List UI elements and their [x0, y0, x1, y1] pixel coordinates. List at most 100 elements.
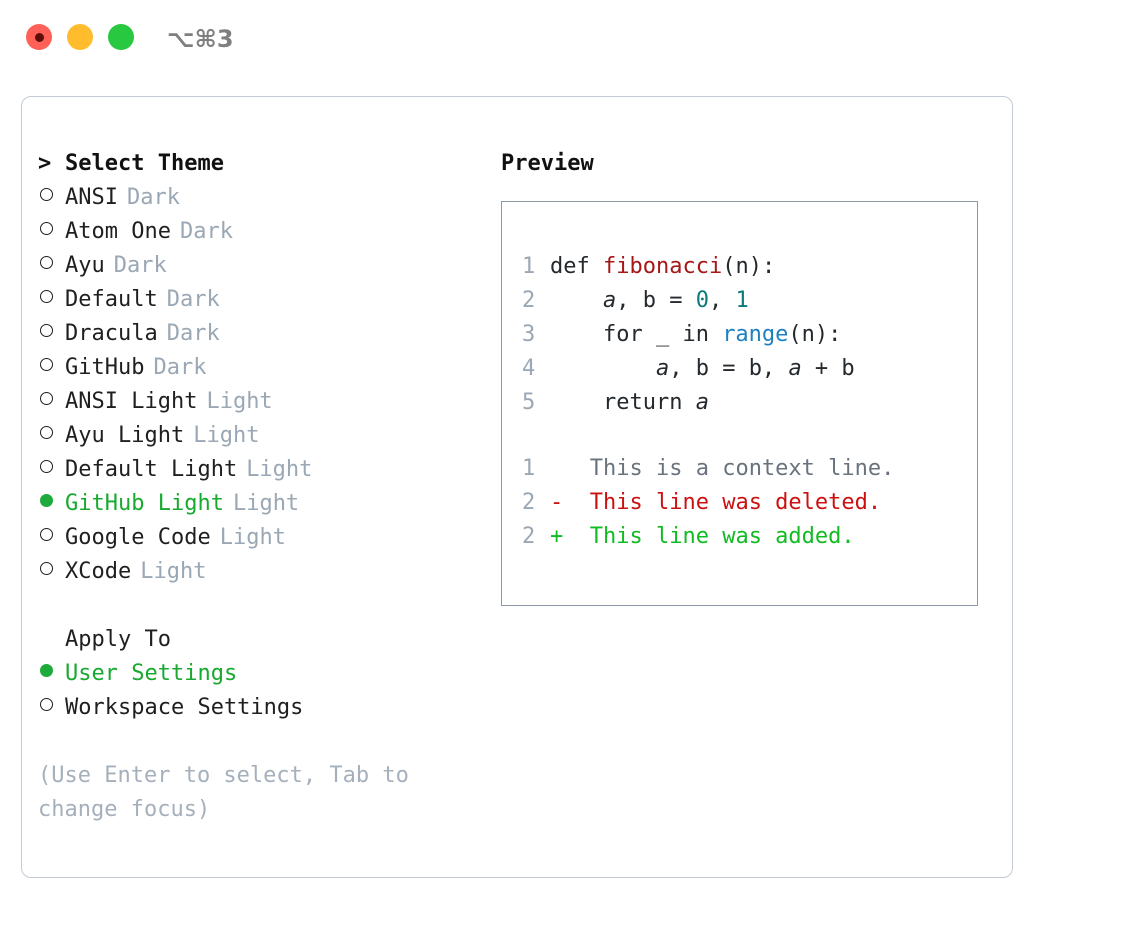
line-number: 5: [522, 390, 536, 415]
code-token-number: 1: [735, 288, 749, 313]
diff-text: This line was added.: [589, 524, 855, 549]
theme-name: Ayu Light: [65, 423, 185, 448]
theme-option-ansi-light[interactable]: ANSI Light Light: [38, 385, 493, 419]
code-token-variable: a: [695, 390, 709, 415]
theme-variant-tag: Light: [246, 457, 313, 482]
theme-variant-tag: Light: [193, 423, 260, 448]
line-number: 2: [522, 490, 536, 515]
keyboard-hint-text: (Use Enter to select, Tab to change focu…: [38, 763, 409, 822]
theme-name: ANSI Light: [65, 389, 198, 414]
theme-option-ansi[interactable]: ANSI Dark: [38, 181, 493, 215]
code-token: b: [642, 288, 656, 313]
theme-variant-tag: Dark: [113, 253, 167, 278]
theme-name: Default: [65, 287, 158, 312]
code-token-variable: a: [655, 356, 670, 381]
code-token: return: [550, 390, 696, 415]
code-token-variable: a: [602, 288, 617, 313]
title-bar: ⌥⌘3: [0, 0, 1140, 80]
line-number: 3: [522, 322, 536, 347]
content-panel: > Select Theme ANSI Dark Atom One Dark A…: [21, 96, 1013, 878]
line-number: 1: [522, 254, 536, 279]
theme-option-default[interactable]: Default Dark: [38, 283, 493, 317]
apply-to-option-user-settings[interactable]: User Settings: [38, 657, 493, 691]
preview-title: Preview: [501, 151, 594, 176]
apply-to-label: User Settings: [65, 661, 238, 686]
preview-code-box: 1 def fibonacci(n): 2 a, b = 0, 1 3 for …: [501, 201, 978, 606]
select-theme-title: Select Theme: [65, 151, 224, 176]
line-number: 2: [522, 524, 536, 549]
code-line: 3 for _ in range(n):: [522, 318, 971, 352]
code-token: [550, 284, 603, 318]
theme-variant-tag: Light: [140, 559, 207, 584]
theme-name: XCode: [65, 559, 132, 584]
code-token: def: [550, 254, 603, 279]
code-token-number: 0: [695, 288, 709, 313]
code-token-function: fibonacci: [602, 254, 723, 279]
theme-variant-tag: Light: [219, 525, 286, 550]
theme-variant-tag: Light: [232, 491, 300, 516]
theme-option-xcode[interactable]: XCode Light: [38, 555, 493, 589]
theme-option-default-light[interactable]: Default Light Light: [38, 453, 493, 487]
preview-column: Preview 1 def fibonacci(n): 2 a, b = 0, …: [501, 147, 991, 606]
theme-name: ANSI: [65, 185, 118, 210]
close-window-button[interactable]: [26, 24, 52, 50]
theme-name: Google Code: [65, 525, 211, 550]
theme-option-ayu[interactable]: Ayu Dark: [38, 249, 493, 283]
apply-to-option-workspace-settings[interactable]: Workspace Settings: [38, 691, 493, 725]
theme-name: Dracula: [65, 321, 158, 346]
select-theme-header: > Select Theme: [38, 147, 493, 181]
theme-name: GitHub Light: [65, 491, 224, 516]
theme-option-atom-one[interactable]: Atom One Dark: [38, 215, 493, 249]
code-token: ,: [708, 288, 736, 313]
diff-sign: [550, 452, 563, 486]
theme-name: Atom One: [65, 219, 171, 244]
code-token: , b = b,: [669, 356, 789, 381]
traffic-lights: [26, 24, 134, 50]
code-token: ,: [616, 288, 643, 313]
code-token: for _ in: [550, 322, 723, 347]
preview-code-content: 1 def fibonacci(n): 2 a, b = 0, 1 3 for …: [522, 250, 971, 554]
theme-name: Ayu: [65, 253, 105, 278]
theme-option-github-light[interactable]: GitHub Light Light: [38, 487, 493, 521]
code-line: 1 def fibonacci(n):: [522, 250, 971, 284]
code-token-builtin: range: [722, 322, 789, 347]
theme-option-ayu-light[interactable]: Ayu Light Light: [38, 419, 493, 453]
code-token: + b: [801, 356, 855, 381]
maximize-window-button[interactable]: [108, 24, 134, 50]
theme-option-google-code[interactable]: Google Code Light: [38, 521, 493, 555]
code-token-variable: a: [788, 356, 802, 381]
line-number: 1: [522, 456, 536, 481]
code-token: [550, 352, 656, 386]
diff-text: This line was deleted.: [589, 490, 882, 515]
minimize-window-button[interactable]: [67, 24, 93, 50]
spacer: [38, 725, 493, 759]
diff-line-context: 1 This is a context line.: [522, 452, 971, 486]
line-number: 4: [522, 356, 536, 381]
line-number: 2: [522, 288, 536, 313]
theme-option-dracula[interactable]: Dracula Dark: [38, 317, 493, 351]
theme-variant-tag: Dark: [166, 287, 220, 312]
theme-variant-tag: Dark: [153, 355, 207, 380]
code-line: 4 a, b = b, a + b: [522, 352, 971, 386]
code-token: (n):: [722, 254, 776, 279]
theme-variant-tag: Dark: [166, 321, 220, 346]
prompt-caret-icon: >: [38, 151, 52, 176]
theme-variant-tag: Dark: [179, 219, 233, 244]
theme-variant-tag: Light: [206, 389, 273, 414]
code-line: 2 a, b = 0, 1: [522, 284, 971, 318]
theme-picker-column: > Select Theme ANSI Dark Atom One Dark A…: [38, 147, 493, 827]
theme-variant-tag: Dark: [126, 185, 180, 210]
spacer: [38, 589, 493, 623]
diff-line-added: 2 + This line was added.: [522, 520, 971, 554]
theme-name: Default Light: [65, 457, 238, 482]
code-line: 5 return a: [522, 386, 971, 420]
spacer: [522, 420, 971, 452]
apply-to-label: Workspace Settings: [65, 695, 304, 720]
keyboard-shortcut-label: ⌥⌘3: [167, 25, 234, 53]
diff-line-deleted: 2 - This line was deleted.: [522, 486, 971, 520]
diff-sign: -: [550, 490, 564, 515]
diff-text: This is a context line.: [589, 456, 895, 481]
theme-option-github[interactable]: GitHub Dark: [38, 351, 493, 385]
diff-sign: +: [550, 524, 564, 549]
